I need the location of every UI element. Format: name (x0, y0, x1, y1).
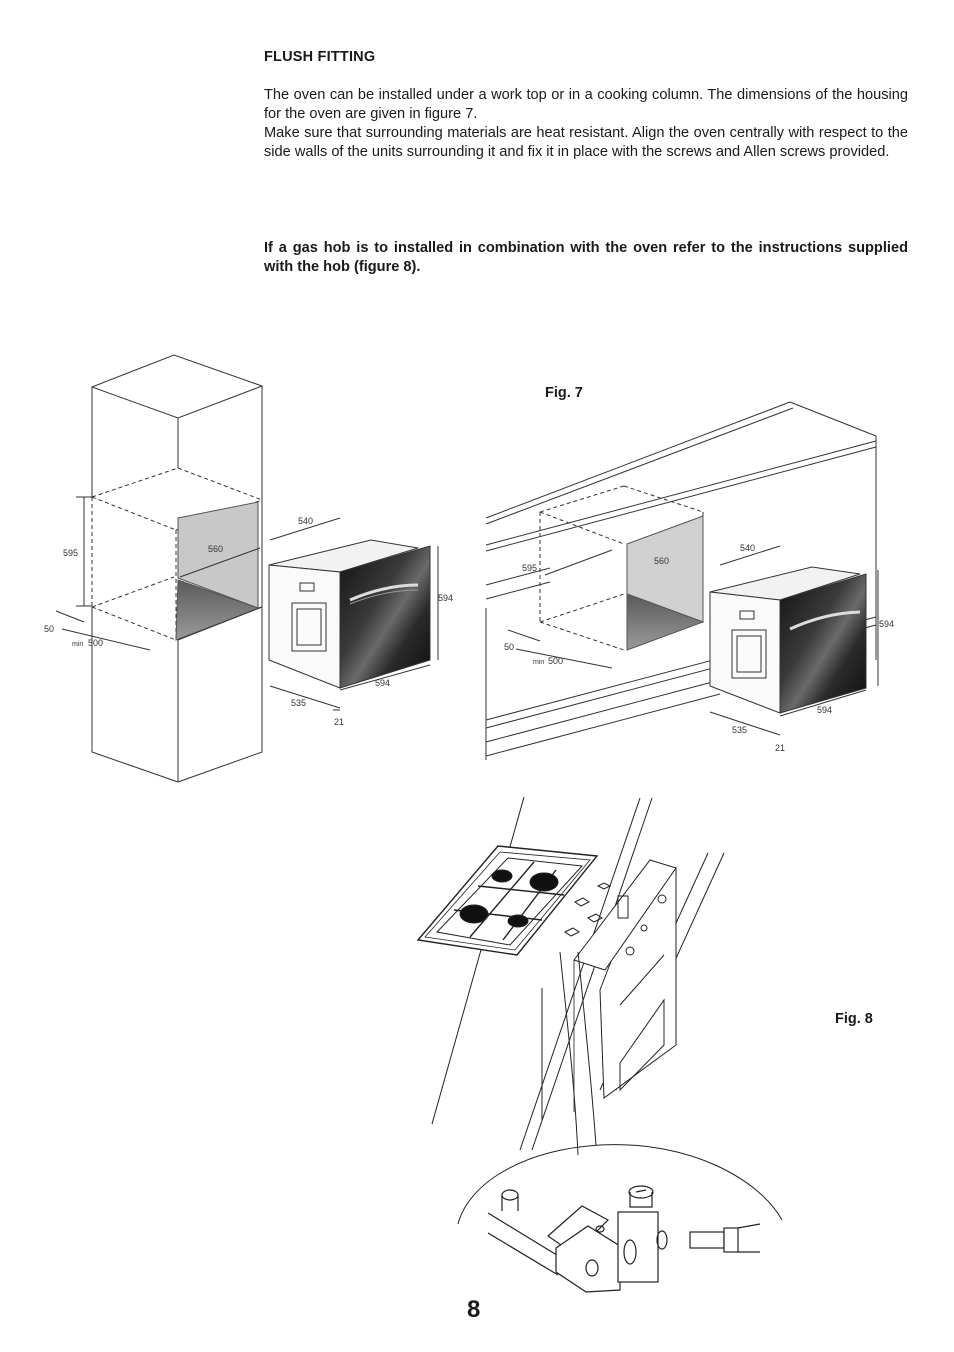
fig7b-dim-min: min (533, 659, 544, 666)
fig7b-dim-50: 50 (504, 642, 514, 652)
fig7a-dim-21: 21 (334, 717, 344, 727)
fig7-worktop (485, 401, 877, 760)
fig7b-dim-594-width: 594 (817, 705, 832, 715)
fig7b-dim-540: 540 (740, 543, 755, 553)
fig7a-dim-560: 560 (208, 544, 223, 554)
section-heading: FLUSH FITTING (264, 49, 376, 65)
fig8-drawing (416, 796, 783, 1293)
fig7a-dim-50: 50 (44, 624, 54, 634)
fig7a-dim-594-width: 594 (375, 678, 390, 688)
gas-hob-note: If a gas hob is to installed in combinat… (264, 240, 908, 276)
fig7b-dim-500: 500 (548, 656, 563, 666)
fig7b-dim-595: 595 (522, 563, 537, 573)
fig7a-dim-595: 595 (63, 548, 78, 558)
fig7-column-unit (55, 354, 264, 783)
fig7a-dim-500: 500 (88, 638, 103, 648)
paragraph-housing: The oven can be installed under a work t… (264, 87, 908, 123)
fig7-label: Fig. 7 (545, 385, 583, 401)
fig7a-dim-535: 535 (291, 698, 306, 708)
fig7a-dim-540: 540 (298, 516, 313, 526)
fig7-oven-left (268, 517, 439, 711)
fig7-oven-right (709, 545, 879, 736)
paragraph-heat-resistant: Make sure that surrounding materials are… (264, 125, 908, 161)
fig7a-dim-594-height: 594 (438, 593, 453, 603)
fig7b-dim-21: 21 (775, 743, 785, 753)
fig8-label: Fig. 8 (835, 1011, 873, 1027)
page-number: 8 (467, 1296, 481, 1323)
fig7b-dim-594-height: 594 (879, 619, 894, 629)
fig7a-dim-min: min (72, 641, 83, 648)
fig7b-dim-560: 560 (654, 556, 669, 566)
fig7b-dim-535: 535 (732, 725, 747, 735)
